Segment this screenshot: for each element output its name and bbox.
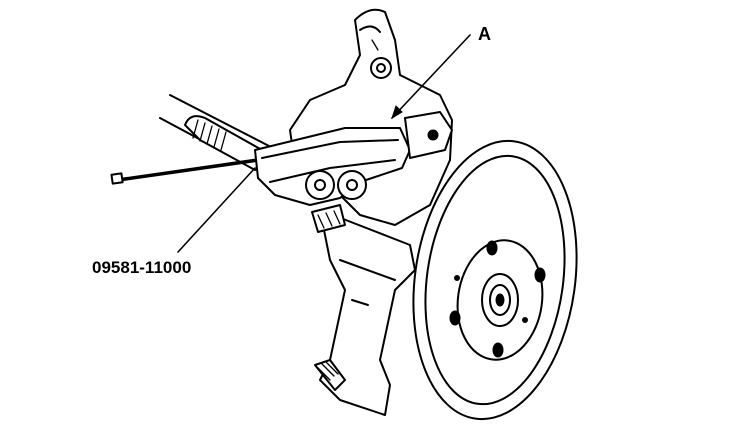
shaft-splines xyxy=(192,119,227,151)
ball-joint-tool xyxy=(110,111,453,206)
wheel-studs xyxy=(449,240,546,358)
callout-a: A xyxy=(391,24,491,120)
callout-tool-number: 09581-11000 xyxy=(92,167,256,277)
hub-center xyxy=(481,273,519,327)
bracket-bolt-threads xyxy=(317,361,339,381)
callout-a-label: A xyxy=(478,24,491,44)
tool-number-label: 09581-11000 xyxy=(92,258,191,277)
caliper-bracket xyxy=(311,204,416,416)
brake-disc xyxy=(412,139,578,421)
